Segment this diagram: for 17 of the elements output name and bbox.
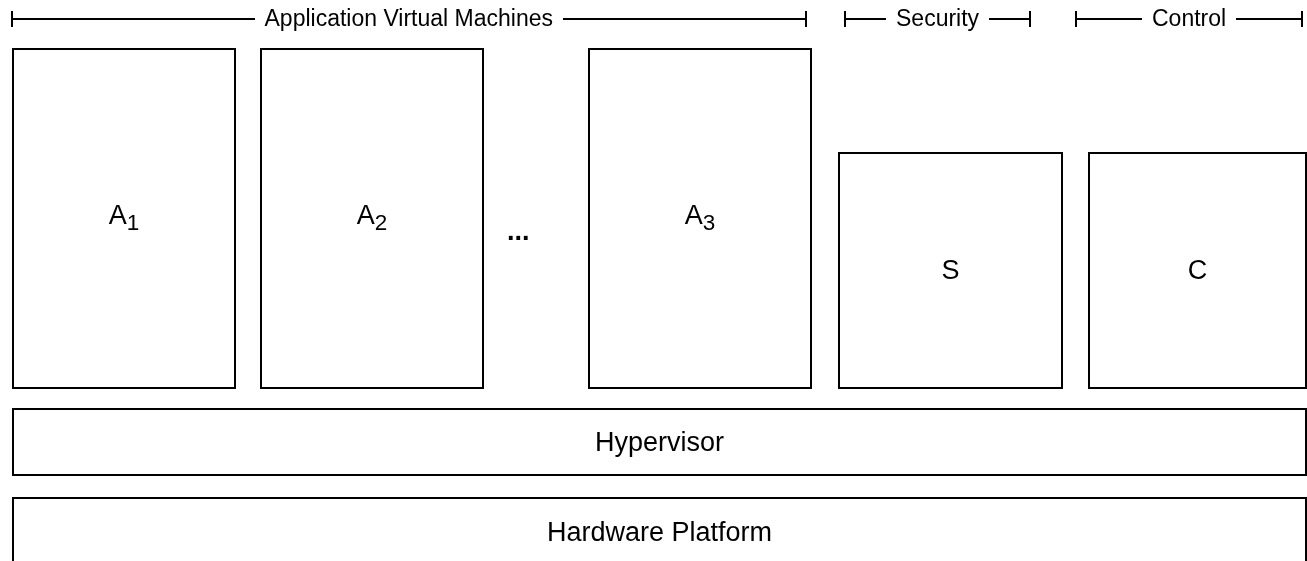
vm-box xyxy=(12,48,236,389)
vm-box xyxy=(588,48,812,389)
box-label: A$_{1}$ xyxy=(108,200,140,237)
box-label: S xyxy=(941,255,960,286)
box-label: C xyxy=(1187,255,1208,286)
group-label: Security xyxy=(886,5,990,32)
box-label: Hypervisor xyxy=(595,426,724,458)
box-label: A$_{2}$ xyxy=(356,200,388,237)
vm-box xyxy=(1088,152,1307,389)
ellipsis-label: ... xyxy=(507,216,530,247)
group-label: Application Virtual Machines xyxy=(254,5,563,32)
vm-box xyxy=(260,48,484,389)
box-label: A$_{3}$ xyxy=(684,200,716,237)
box-label: Hardware Platform xyxy=(546,516,773,548)
layer-bar xyxy=(12,408,1307,476)
vm-box xyxy=(838,152,1063,389)
layer-bar xyxy=(12,497,1307,561)
